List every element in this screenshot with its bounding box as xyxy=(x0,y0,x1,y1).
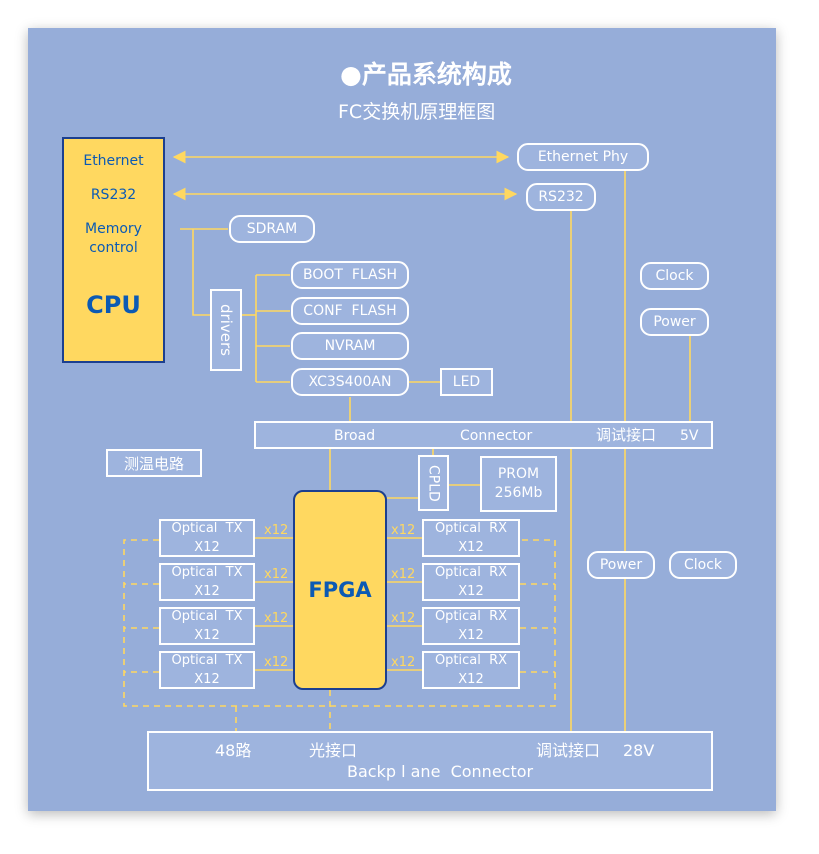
led-box: LED xyxy=(440,368,493,396)
broad-debug-port-label: 调试接口 xyxy=(596,426,657,444)
cpu-block: Ethernet RS232 Memory control CPU xyxy=(62,137,165,363)
prom-label-line1: PROM xyxy=(497,466,540,482)
optical-rx-count: X12 xyxy=(458,672,484,687)
backplane-connector-bar: 48路 光接口 调试接口 28V Backp l ane Connector xyxy=(147,731,713,791)
cpld-label: CPLD xyxy=(425,464,442,502)
cpu-label: CPU xyxy=(86,291,141,319)
fpga-label: FPGA xyxy=(308,578,372,602)
optical-rx-label: Optical RX xyxy=(434,521,508,536)
drivers-box: drivers xyxy=(210,289,242,371)
power-box-top: Power xyxy=(640,308,709,336)
optical-rx-label: Optical RX xyxy=(434,653,508,668)
cpu-memory-label-line1: Memory xyxy=(85,221,142,237)
cpu-ethernet-label: Ethernet xyxy=(83,153,144,169)
backplane-optical-label: 光接口 xyxy=(309,741,358,760)
prom-label-line2: 256Mb xyxy=(494,485,543,501)
optical-tx-count: X12 xyxy=(194,584,220,599)
backplane-debug-port-label: 调试接口 xyxy=(536,741,601,760)
conf-flash-box: CONF FLASH xyxy=(291,297,409,325)
optical-tx-count: X12 xyxy=(194,628,220,643)
backplane-name-label: Backp l ane Connector xyxy=(347,762,534,781)
clock-box-top: Clock xyxy=(640,262,709,290)
xc3s400an-box: XC3S400AN xyxy=(291,368,409,396)
fpga-block: FPGA xyxy=(293,490,387,690)
ethernet-phy-box: Ethernet Phy xyxy=(517,143,649,171)
optical-tx-label: Optical TX xyxy=(171,653,243,668)
nvram-box: NVRAM xyxy=(291,332,409,360)
x12-link-label: x12 xyxy=(391,567,416,582)
optical-rx-box: Optical RX X12 xyxy=(422,651,520,689)
cpu-memory-label-line2: control xyxy=(89,240,138,256)
clock-box-bottom: Clock xyxy=(669,551,737,579)
optical-rx-box: Optical RX X12 xyxy=(422,607,520,645)
broad-connector-bar: Broad Connector 调试接口 5V xyxy=(254,421,713,449)
broad-voltage-label: 5V xyxy=(680,428,699,444)
x12-link-label: x12 xyxy=(264,655,289,670)
optical-tx-count: X12 xyxy=(194,672,220,687)
optical-tx-box: Optical TX X12 xyxy=(159,607,255,645)
optical-tx-label: Optical TX xyxy=(171,521,243,536)
x12-link-label: x12 xyxy=(391,523,416,538)
diagram-subtitle: FC交换机原理框图 xyxy=(338,101,496,123)
optical-tx-label: Optical TX xyxy=(171,609,243,624)
optical-rx-count: X12 xyxy=(458,540,484,555)
optical-tx-count: X12 xyxy=(194,540,220,555)
temp-circuit-box: 测温电路 xyxy=(106,449,202,477)
x12-link-label: x12 xyxy=(264,611,289,626)
drivers-label: drivers xyxy=(217,304,235,356)
sdram-box: SDRAM xyxy=(229,215,315,243)
x12-link-label: x12 xyxy=(264,523,289,538)
optical-tx-box: Optical TX X12 xyxy=(159,519,255,557)
x12-link-label: x12 xyxy=(264,567,289,582)
broad-connector-label: Connector xyxy=(460,428,533,444)
optical-rx-label: Optical RX xyxy=(434,565,508,580)
power-box-bottom: Power xyxy=(587,551,655,579)
cpld-box: CPLD xyxy=(418,455,449,511)
optical-rx-count: X12 xyxy=(458,628,484,643)
rs232-box: RS232 xyxy=(526,183,596,211)
broad-label: Broad xyxy=(334,428,376,444)
optical-tx-box: Optical TX X12 xyxy=(159,563,255,601)
backplane-voltage-label: 28V xyxy=(623,741,655,760)
boot-flash-box: BOOT FLASH xyxy=(291,261,409,289)
cpu-rs232-label: RS232 xyxy=(90,187,137,203)
optical-rx-box: Optical RX X12 xyxy=(422,563,520,601)
x12-link-label: x12 xyxy=(391,655,416,670)
optical-tx-box: Optical TX X12 xyxy=(159,651,255,689)
diagram-title: ●产品系统构成 xyxy=(340,60,512,89)
optical-rx-count: X12 xyxy=(458,584,484,599)
backplane-ports-label: 48路 xyxy=(215,741,252,760)
prom-box: PROM 256Mb xyxy=(480,456,557,512)
optical-rx-label: Optical RX xyxy=(434,609,508,624)
x12-link-label: x12 xyxy=(391,611,416,626)
optical-rx-box: Optical RX X12 xyxy=(422,519,520,557)
optical-tx-label: Optical TX xyxy=(171,565,243,580)
